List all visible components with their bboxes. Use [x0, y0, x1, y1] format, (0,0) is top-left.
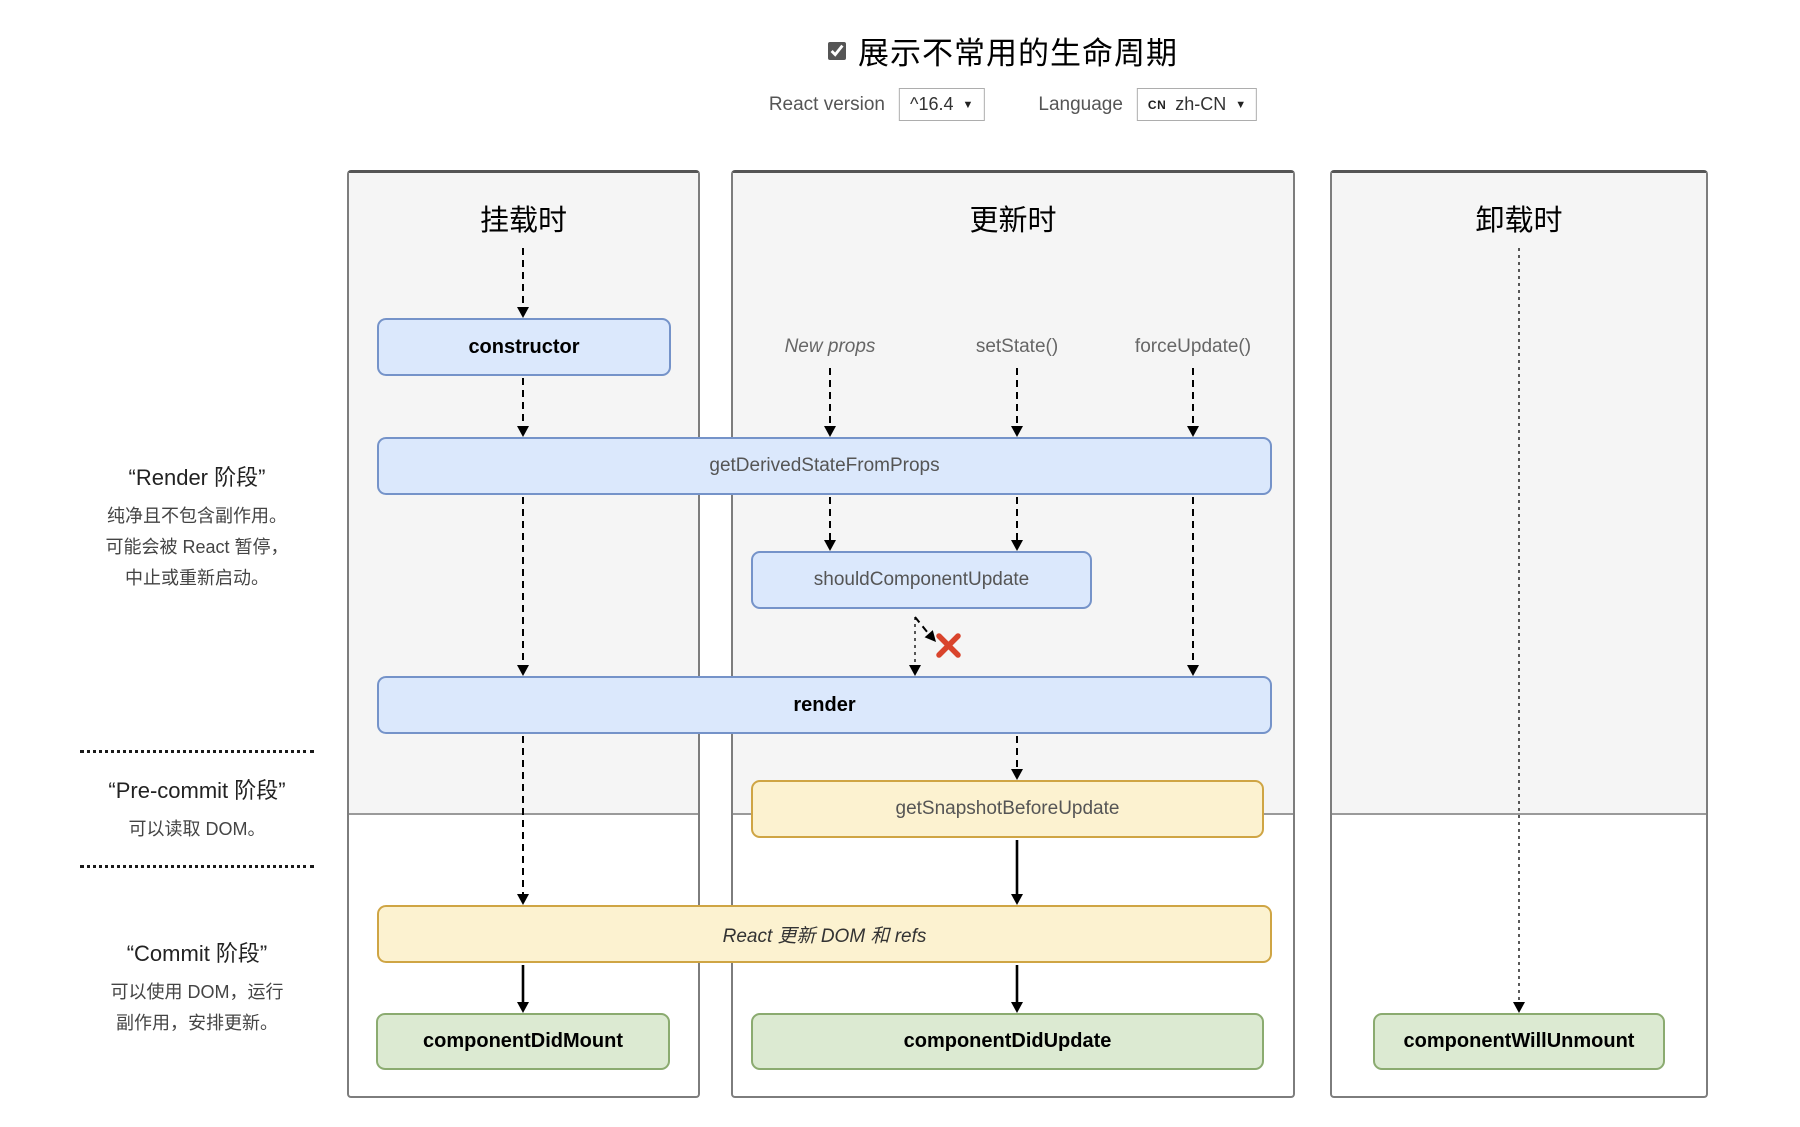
phase-commit-line: 副作用，安排更新。: [116, 1013, 278, 1033]
node-shouldcomponentupdate[interactable]: shouldComponentUpdate: [751, 551, 1092, 609]
chevron-down-icon: ▼: [1235, 98, 1247, 111]
header: 展示不常用的生命周期: [828, 28, 1178, 73]
phase-render-line: 中止或重新启动。: [125, 568, 269, 588]
column-updating-title: 更新时: [969, 205, 1057, 237]
chevron-down-icon: ▼: [962, 98, 974, 111]
render-phase-shade: [1332, 173, 1706, 815]
react-version-select[interactable]: ^16.4 ▼: [899, 88, 985, 121]
react-version-label: React version: [768, 93, 885, 115]
column-mounting-title: 挂载时: [479, 205, 567, 237]
node-componentwillunmount[interactable]: componentWillUnmount: [1373, 1013, 1665, 1070]
show-less-common-checkbox[interactable]: [828, 41, 846, 60]
node-react-updates-dom: React 更新 DOM 和 refs: [377, 905, 1272, 963]
trigger-new-props: New props: [784, 336, 876, 357]
phase-commit-line: 可以使用 DOM，运行: [110, 982, 284, 1002]
language-select[interactable]: CN zh-CN ▼: [1136, 88, 1258, 121]
page-title: 展示不常用的生命周期: [858, 36, 1178, 71]
node-getderivedstatefromprops[interactable]: getDerivedStateFromProps: [377, 437, 1272, 495]
language-label: Language: [1038, 93, 1123, 115]
node-constructor[interactable]: constructor: [377, 318, 671, 376]
phase-precommit-title: “Pre-commit 阶段”: [108, 778, 286, 803]
phase-separator: [80, 865, 314, 868]
phase-render-line: 纯净且不包含副作用。: [107, 506, 287, 526]
node-getsnapshotbeforeupdate[interactable]: getSnapshotBeforeUpdate: [751, 780, 1264, 838]
phase-commit-label: “Commit 阶段” 可以使用 DOM，运行 副作用，安排更新。: [58, 936, 336, 1039]
trigger-forceupdate: forceUpdate(): [1134, 336, 1252, 357]
phase-render-title: “Render 阶段”: [128, 465, 266, 490]
phase-commit-title: “Commit 阶段”: [126, 941, 268, 966]
phase-render-line: 可能会被 React 暂停，: [105, 537, 289, 557]
node-componentdidmount[interactable]: componentDidMount: [376, 1013, 670, 1070]
node-render[interactable]: render: [377, 676, 1272, 734]
controls-row: React version ^16.4 ▼ Language CN zh-CN …: [768, 88, 1258, 121]
phase-precommit-line: 可以读取 DOM。: [128, 819, 266, 839]
language-flag: CN: [1147, 97, 1167, 112]
phase-precommit-label: “Pre-commit 阶段” 可以读取 DOM。: [58, 773, 336, 845]
column-unmounting: 卸载时: [1330, 170, 1708, 1098]
node-componentdidupdate[interactable]: componentDidUpdate: [751, 1013, 1264, 1070]
column-unmounting-title: 卸载时: [1475, 205, 1563, 237]
phase-separator: [80, 750, 314, 753]
language-value: zh-CN: [1175, 94, 1227, 114]
react-version-value: ^16.4: [910, 94, 954, 114]
trigger-setstate: setState(): [975, 336, 1059, 357]
phase-render-label: “Render 阶段” 纯净且不包含副作用。 可能会被 React 暂停， 中止…: [58, 460, 336, 594]
